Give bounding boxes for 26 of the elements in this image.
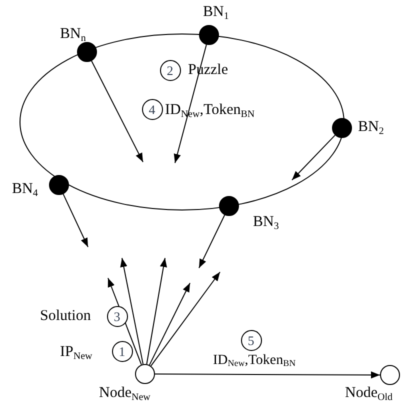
step-label: Solution <box>40 309 91 324</box>
arrow <box>150 272 220 366</box>
node-label: BN$_{n}$ <box>60 27 86 42</box>
node-label: BN$_{4}$ <box>12 182 38 197</box>
arrow <box>120 258 144 365</box>
arrow <box>108 278 142 366</box>
node-label: BN$_{1}$ <box>203 5 229 20</box>
step-number: 4 <box>142 98 162 120</box>
arrow <box>148 282 190 366</box>
arrow <box>91 60 144 162</box>
node-label: Node$_{New}$ <box>99 386 150 401</box>
node-label: BN$_{3}$ <box>253 215 279 230</box>
step-number: 5 <box>240 330 262 350</box>
node-label: Node$_{Old}$ <box>345 386 392 401</box>
step-number: 2 <box>160 60 180 80</box>
step-number: 3 <box>106 306 128 326</box>
step-number: 1 <box>112 340 132 362</box>
arrow <box>174 44 207 164</box>
step-label: IP$_{New}$ <box>60 345 92 360</box>
arrow <box>292 134 336 180</box>
arrow <box>62 194 88 248</box>
arrow <box>154 371 380 379</box>
arrow <box>146 258 168 365</box>
edge-label: ID$_{New}$,Token$_{BN}$ <box>213 354 296 368</box>
arrow <box>198 214 226 268</box>
node-label: BN$_{2}$ <box>358 120 384 135</box>
